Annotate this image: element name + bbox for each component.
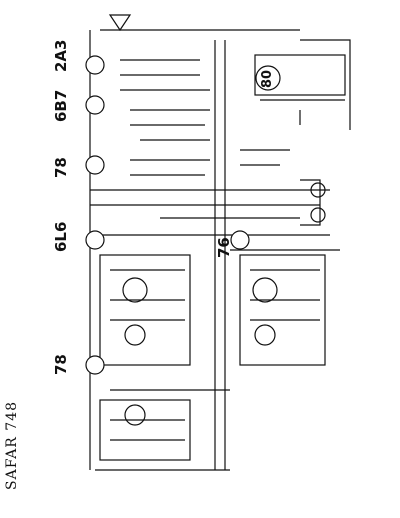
tube-label-6l6: 6L6 <box>52 221 70 252</box>
tube-label-78-upper: 78 <box>52 157 70 178</box>
tube-label-78-lower: 78 <box>52 354 70 375</box>
tube-label-76: 76 <box>215 237 233 258</box>
tube-label-80: 80 <box>260 69 275 88</box>
tube-label-2a3: 2A3 <box>52 39 70 72</box>
diagram-title: SAFAR 748 <box>4 400 20 490</box>
tube-label-6b7: 6B7 <box>52 89 70 122</box>
